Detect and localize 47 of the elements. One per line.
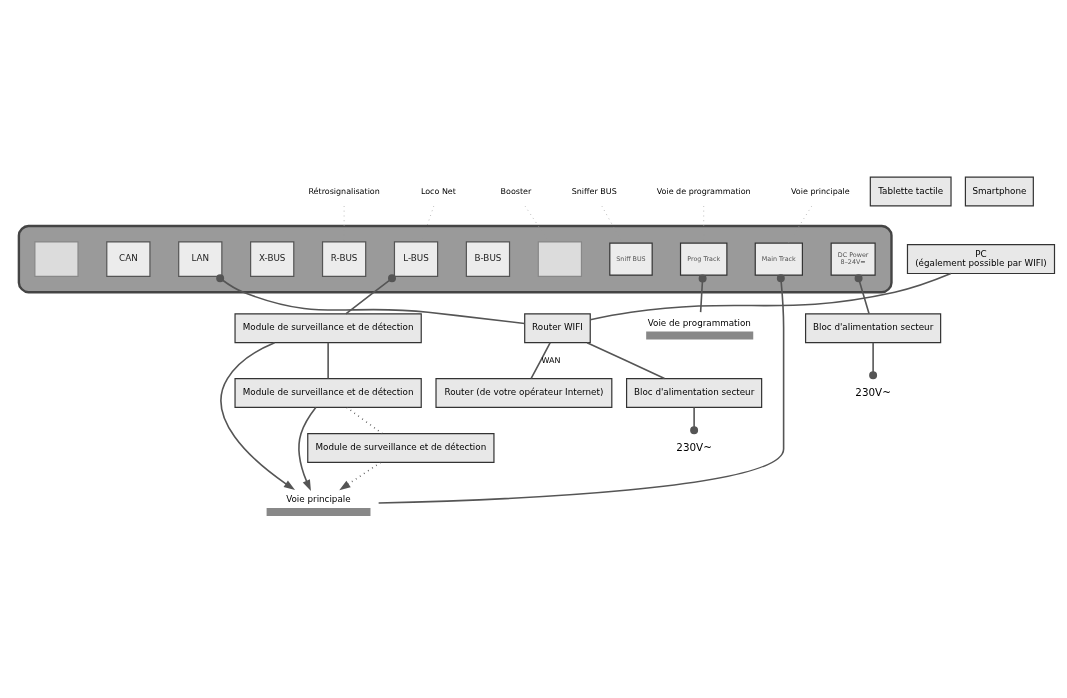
connector	[698, 274, 707, 313]
node-text: Booster	[500, 186, 532, 196]
cluster	[17, 224, 893, 294]
node-box: LAN	[178, 241, 223, 277]
arrow	[220, 341, 296, 491]
node-box: Router (de votre opérateur Internet)	[435, 377, 613, 408]
connector	[327, 341, 329, 380]
node-box: CAN	[106, 241, 151, 277]
connector	[377, 274, 785, 504]
node-text: Rétrosignalisation	[308, 186, 380, 196]
node-box: X-BUS	[250, 241, 295, 277]
node-box: R-BUS	[321, 241, 367, 277]
connector	[586, 341, 666, 380]
node-text: Sniffer BUS	[571, 186, 617, 196]
node-box: Module de surveillance et de détection	[234, 377, 422, 408]
node-text: Loco Net	[420, 186, 456, 196]
connector	[854, 274, 870, 315]
node-text: 230V~	[855, 385, 891, 398]
node-box: L-BUS	[393, 241, 439, 277]
edge-label: WAN	[541, 356, 561, 366]
node-label: Voie de programmation	[647, 317, 751, 328]
node-box: B-BUS	[465, 241, 511, 277]
node-box: Module de surveillance et de détection	[234, 313, 422, 344]
node-box: Bloc d'alimentation secteur	[805, 313, 942, 344]
arrow	[298, 406, 317, 492]
node-box: Smartphone	[964, 176, 1034, 207]
node-box	[646, 331, 754, 340]
node-box: Module de surveillance et de détection	[307, 433, 495, 464]
node-box: PC (également possible par WIFI)	[906, 244, 1056, 275]
node-box: Router WIFI	[524, 313, 591, 344]
node-box: Tablette tactile	[869, 176, 952, 207]
node-box	[537, 241, 583, 277]
node-label: Voie principale	[286, 494, 351, 505]
connector	[346, 406, 383, 435]
connector	[869, 341, 878, 380]
connector	[530, 341, 551, 380]
connector	[216, 274, 526, 325]
node-box	[266, 508, 371, 516]
node-text: Voie de programmation	[656, 186, 751, 196]
connector	[589, 272, 952, 321]
connector	[788, 205, 813, 244]
connector	[345, 274, 396, 315]
connector	[690, 406, 699, 435]
node-text: 230V~	[676, 440, 712, 453]
node-box: Bloc d'alimentation secteur	[626, 377, 763, 408]
node-text: Voie principale	[791, 186, 850, 196]
node-box	[34, 241, 79, 277]
